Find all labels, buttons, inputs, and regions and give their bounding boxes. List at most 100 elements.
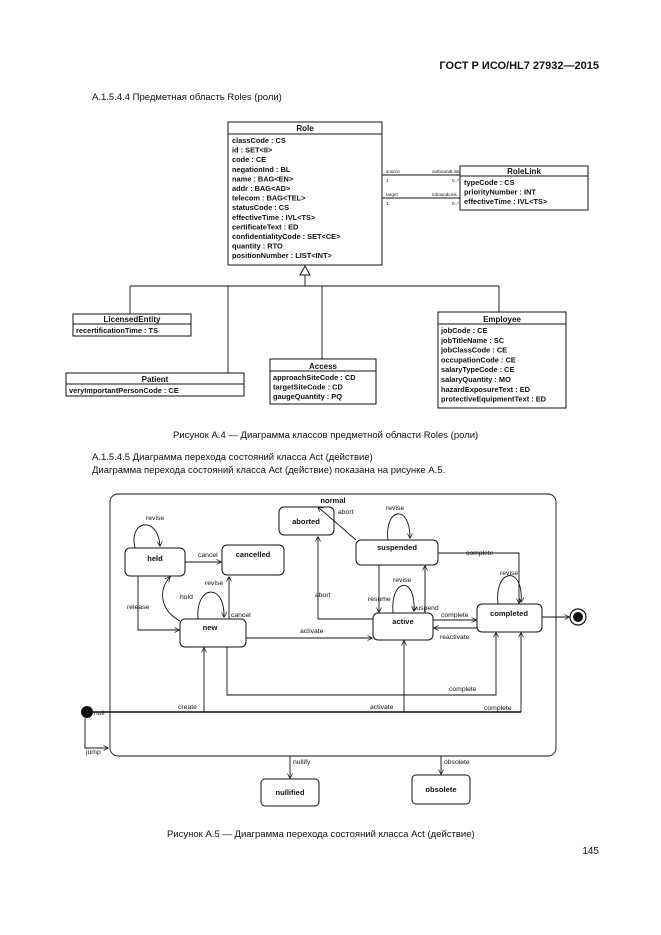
label-null: null	[94, 710, 105, 717]
class-role-attr: classCode : CS	[232, 136, 286, 145]
label-complete-null: complete	[484, 705, 512, 712]
assoc-one-a: 1	[386, 178, 389, 183]
label-cancel-held: cancel	[198, 552, 218, 559]
final-state-dot	[573, 612, 583, 622]
section-body-act: Диаграмма перехода состояний класса Act …	[92, 465, 446, 476]
label-complete-new: complete	[449, 686, 477, 693]
label-jump: jump	[85, 749, 101, 756]
state-cancelled-label: cancelled	[236, 550, 271, 559]
class-patient-title: Patient	[142, 375, 169, 384]
class-employee-attr: salaryQuantity : MO	[441, 375, 511, 384]
label-complete-suspended: complete	[466, 550, 494, 557]
initial-state-dot	[81, 706, 93, 718]
class-role-attr: telecom : BAG<TEL>	[232, 194, 306, 203]
class-employee-attr: protectiveEquipmentText : ED	[441, 395, 547, 404]
class-role-attr: negationInd : BL	[232, 165, 291, 174]
label-suspend: suspend	[413, 605, 439, 612]
assoc-one-b: 1	[386, 201, 389, 206]
label-hold: hold	[180, 594, 193, 601]
class-employee-title: Employee	[483, 315, 521, 324]
state-nullified	[260, 778, 320, 807]
class-role-attr: code : CE	[232, 155, 266, 164]
class-access-attr: gaugeQuantity : PQ	[273, 392, 342, 401]
label-cancel-new: cancel	[231, 612, 251, 619]
state-completed	[476, 603, 543, 633]
class-patient-box	[65, 372, 245, 397]
label-revise-suspended: revise	[386, 505, 404, 512]
class-employee-attr: hazardExposureText : ED	[441, 385, 531, 394]
state-suspended	[355, 539, 439, 566]
state-nullified-label: nullified	[275, 788, 304, 797]
label-nullify: nullify	[293, 759, 311, 766]
assoc-outbound-label: outboundLink	[432, 169, 460, 174]
state-new-label: new	[203, 623, 218, 632]
document-header: ГОСТ Р ИСО/HL7 27932—2015	[439, 60, 599, 72]
state-new	[179, 618, 247, 648]
class-employee-box	[437, 311, 567, 409]
class-role-attr: confidentialityCode : SET<CE>	[232, 232, 341, 241]
class-rolelink-title: RoleLink	[507, 167, 541, 176]
class-rolelink-attr: typeCode : CS	[464, 178, 515, 187]
class-role-attr: certificateText : ED	[232, 222, 299, 231]
state-aborted-label: aborted	[292, 517, 320, 526]
state-cancelled	[221, 544, 285, 576]
state-normal-container	[109, 493, 557, 757]
class-licensedentity-box	[72, 313, 192, 337]
label-revise-active: revise	[393, 577, 411, 584]
class-role-box	[227, 121, 383, 266]
class-employee-attr: occupationCode : CE	[441, 355, 516, 364]
state-suspended-label: suspended	[377, 543, 417, 552]
state-completed-label: completed	[490, 609, 528, 618]
label-revise-new: revise	[205, 580, 223, 587]
label-obsolete: obsolete	[444, 759, 470, 766]
assoc-many-b: 0..*	[452, 201, 459, 206]
class-rolelink-attr: effectiveTime : IVL<TS>	[464, 197, 548, 206]
assoc-source-label: source	[386, 169, 400, 174]
class-licensedentity-title: LicensedEntity	[104, 315, 161, 324]
class-employee-attr: jobClassCode : CE	[440, 346, 507, 355]
class-access-title: Access	[309, 362, 338, 371]
label-activate-new: activate	[300, 628, 324, 635]
assoc-inbound-label: inboundLink	[432, 192, 457, 197]
class-employee-attr: salaryTypeCode : CE	[441, 365, 514, 374]
label-create: create	[178, 704, 197, 711]
class-role-title: Role	[296, 124, 314, 133]
class-role-attr: quantity : RTO	[232, 242, 283, 251]
class-licensedentity-attr: recertificationTime : TS	[76, 326, 158, 335]
label-revise-held: revise	[146, 515, 164, 522]
class-access-attr: targetSiteCode : CD	[273, 383, 343, 392]
class-role-attr: positionNumber : LIST<INT>	[232, 251, 332, 260]
class-rolelink-attr: priorityNumber : INT	[464, 188, 536, 197]
section-heading-act: А.1.5.4.5 Диаграмма перехода состояний к…	[92, 452, 373, 463]
state-active	[372, 612, 434, 641]
state-normal-label: normal	[320, 496, 345, 505]
class-employee-attr: jobCode : CE	[440, 326, 487, 335]
state-obsolete	[411, 774, 471, 805]
label-abort-mid: abort	[315, 592, 331, 599]
class-role-attr: id : SET<II>	[232, 146, 273, 155]
class-access-box	[269, 358, 377, 405]
state-active-label: active	[392, 617, 414, 626]
state-obsolete-label: obsolete	[425, 785, 456, 794]
class-role-attr: name : BAG<EN>	[232, 174, 294, 183]
label-activate-null: activate	[370, 704, 394, 711]
class-patient-attr: veryImportantPersonCode : CE	[69, 386, 179, 395]
section-heading-roles: А.1.5.4.4 Предметная область Roles (роли…	[92, 92, 282, 103]
class-role-attr: statusCode : CS	[232, 203, 289, 212]
figure-a5-caption: Рисунок А.5 — Диаграмма перехода состоян…	[167, 829, 475, 840]
label-resume: resume	[368, 596, 391, 603]
class-employee-attr: jobTitleName : SC	[440, 336, 505, 345]
assoc-target-label: target	[386, 192, 398, 197]
state-held-label: held	[147, 554, 163, 563]
class-access-attr: approachSiteCode : CD	[273, 373, 356, 382]
label-complete-active: complete	[441, 612, 469, 619]
class-role-attr: effectiveTime : IVL<TS>	[232, 213, 316, 222]
label-abort-top: abort	[338, 509, 354, 516]
page-number: 145	[582, 846, 599, 857]
class-role-attr: addr : BAG<AD>	[232, 184, 291, 193]
figure-a4-caption: Рисунок А.4 — Диаграмма классов предметн…	[173, 430, 479, 441]
label-revise-completed: revise	[500, 570, 518, 577]
